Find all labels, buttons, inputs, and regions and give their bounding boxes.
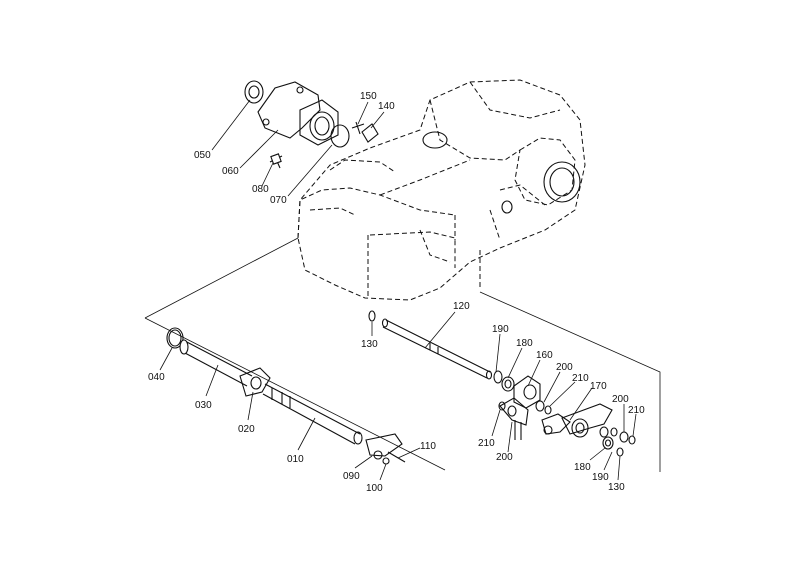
label-200-upper: 200 bbox=[556, 362, 573, 373]
label-210-upper: 210 bbox=[572, 373, 589, 384]
flange-cover-assembly bbox=[244, 80, 379, 169]
label-200-lower: 200 bbox=[496, 452, 513, 463]
leader-lines-right bbox=[491, 333, 637, 481]
part-number-labels: 050 060 080 070 150 140 120 130 040 030 … bbox=[148, 91, 645, 494]
label-020: 020 bbox=[238, 424, 255, 435]
shift-shaft-120 bbox=[368, 310, 493, 380]
label-060: 060 bbox=[222, 166, 239, 177]
label-010: 010 bbox=[287, 454, 304, 465]
label-050: 050 bbox=[194, 150, 211, 161]
label-140: 140 bbox=[378, 101, 395, 112]
label-200-right: 200 bbox=[612, 394, 629, 405]
label-210-right: 210 bbox=[628, 405, 645, 416]
label-080: 080 bbox=[252, 184, 269, 195]
label-090: 090 bbox=[343, 471, 360, 482]
label-210-lower: 210 bbox=[478, 438, 495, 449]
reference-frame bbox=[144, 237, 661, 472]
label-190-lower: 190 bbox=[592, 472, 609, 483]
leader-lines-lower-left bbox=[159, 347, 421, 481]
label-180-upper: 180 bbox=[516, 338, 533, 349]
label-170: 170 bbox=[590, 381, 607, 392]
label-070: 070 bbox=[270, 195, 287, 206]
label-150: 150 bbox=[360, 91, 377, 102]
label-180-lower: 180 bbox=[574, 462, 591, 473]
label-120: 120 bbox=[453, 301, 470, 312]
transmission-housing bbox=[297, 79, 586, 301]
right-lever-assembly bbox=[493, 370, 636, 457]
label-030: 030 bbox=[195, 400, 212, 411]
label-190-upper: 190 bbox=[492, 324, 509, 335]
label-130-upper: 130 bbox=[361, 339, 378, 350]
label-130-lower: 130 bbox=[608, 482, 625, 493]
label-100: 100 bbox=[366, 483, 383, 494]
label-040: 040 bbox=[148, 372, 165, 383]
label-160: 160 bbox=[536, 350, 553, 361]
label-110: 110 bbox=[420, 441, 436, 452]
